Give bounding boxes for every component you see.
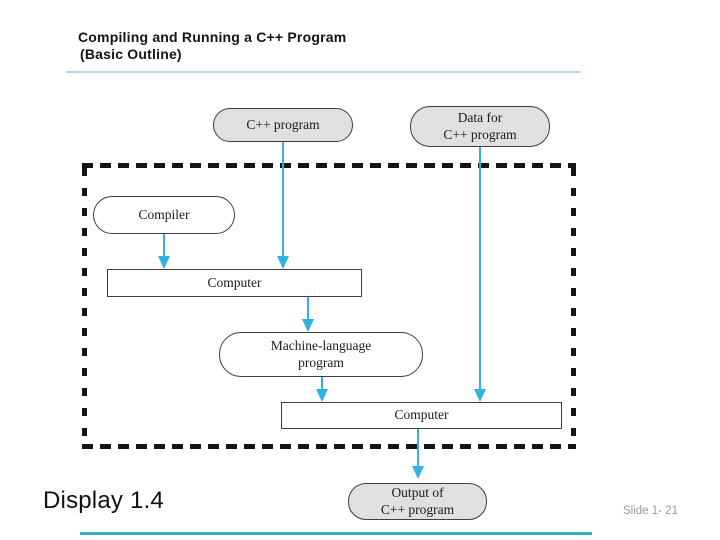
arrow-shaft xyxy=(417,429,419,470)
dashed-boundary-top-edge xyxy=(82,163,576,168)
node-label-line2: program xyxy=(298,354,344,370)
node-label-line2: C++ program xyxy=(443,126,517,142)
node-label: Computer xyxy=(207,274,262,290)
arrow-head-icon xyxy=(158,256,170,269)
node-machine-language-program: Machine-language program xyxy=(219,332,423,377)
arrow-shaft xyxy=(163,234,165,260)
slide-number: Slide 1- 21 xyxy=(623,505,678,517)
node-compiler: Compiler xyxy=(93,196,235,234)
node-computer-top: Computer xyxy=(107,269,362,297)
title-divider-line xyxy=(66,71,580,73)
arrow-computer-to-output xyxy=(412,429,424,479)
node-label-line1: Machine-language xyxy=(270,338,372,353)
node-label-line2: C++ program xyxy=(380,501,455,517)
node-label: Computer xyxy=(394,407,449,423)
slide-title-line2: (Basic Outline) xyxy=(80,45,182,62)
arrow-head-icon xyxy=(277,256,289,269)
arrow-head-icon xyxy=(316,389,328,402)
arrow-compiler-to-computer xyxy=(158,234,170,269)
arrow-shaft xyxy=(282,142,284,260)
node-computer-bottom: Computer xyxy=(281,402,562,429)
node-label: C++ program xyxy=(246,116,320,132)
display-caption: Display 1.4 xyxy=(43,487,164,514)
node-cpp-program: C++ program xyxy=(213,108,353,142)
arrow-shaft xyxy=(307,297,309,323)
dashed-boundary-left-edge xyxy=(82,168,87,444)
node-label-line1: Data for xyxy=(457,110,503,125)
bottom-divider-line xyxy=(80,532,592,535)
slide-title-line1: Compiling and Running a C++ Program xyxy=(78,29,347,45)
slide-title: Compiling and Running a C++ Program (Bas… xyxy=(78,29,346,62)
dashed-boundary-right-edge xyxy=(571,168,576,444)
arrow-data-to-computer xyxy=(474,147,486,402)
arrow-head-icon xyxy=(474,389,486,402)
node-label: Compiler xyxy=(138,206,190,222)
dashed-boundary xyxy=(82,163,576,449)
dashed-boundary-bottom-edge xyxy=(82,444,576,449)
node-output-of-cpp-program: Output of C++ program xyxy=(348,483,487,520)
arrow-head-icon xyxy=(302,319,314,332)
arrow-cpp-program-to-computer xyxy=(277,142,289,269)
node-data-for-cpp-program: Data for C++ program xyxy=(410,106,550,147)
node-label-line1: Output of xyxy=(391,485,444,500)
arrow-shaft xyxy=(321,377,323,393)
arrow-shaft xyxy=(479,147,481,393)
arrow-computer-to-machine-language xyxy=(302,297,314,332)
arrow-machine-language-to-computer xyxy=(316,377,328,402)
arrow-head-icon xyxy=(412,466,424,479)
